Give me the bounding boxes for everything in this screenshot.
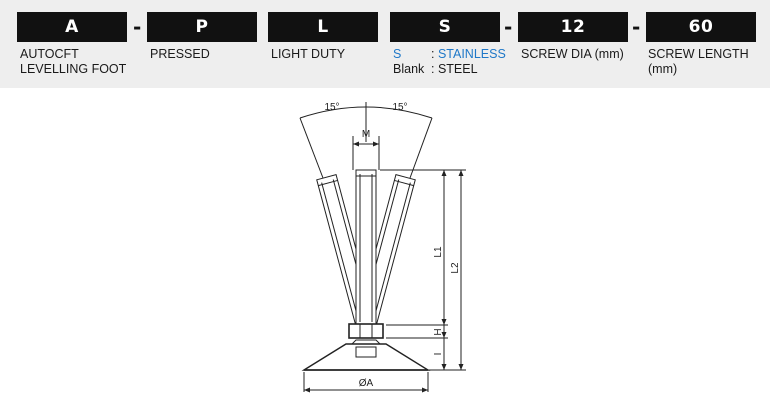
material-option-stainless: S : STAINLESS (393, 47, 506, 62)
desc-line: PRESSED (150, 47, 210, 61)
label-l1: L1 (433, 246, 444, 258)
code-box-duty: L (268, 12, 378, 42)
material-key: Blank (393, 62, 425, 76)
label-i: I (433, 353, 444, 356)
ball-joint (355, 346, 377, 358)
base-dome (351, 339, 381, 345)
desc-line: SCREW DIA (mm) (521, 47, 624, 61)
desc-line: SCREW LENGTH (648, 47, 749, 61)
desc-screw-dia: SCREW DIA (mm) (521, 47, 624, 62)
angle-leader-left (299, 117, 324, 179)
desc-process: PRESSED (150, 47, 210, 62)
code-screw-length-label: 60 (688, 17, 714, 37)
label-h: H (433, 328, 444, 335)
hex-nut (348, 323, 384, 339)
code-duty-label: L (317, 17, 329, 37)
material-sep: : (431, 62, 438, 76)
desc-material: S : STAINLESS Blank : STEEL (393, 47, 506, 77)
desc-line: AUTOCFT (20, 47, 79, 61)
code-material-label: S (438, 17, 452, 37)
label-m: M (362, 129, 370, 140)
material-value: STAINLESS (437, 47, 506, 61)
material-key: S (393, 47, 402, 61)
code-type-label: A (65, 17, 79, 37)
desc-type: AUTOCFT LEVELLING FOOT (20, 47, 126, 77)
separator-dash: - (632, 15, 641, 39)
desc-line: LEVELLING FOOT (20, 62, 127, 76)
angle-leader-right (409, 117, 433, 179)
label-angle-left: 15° (324, 102, 339, 113)
code-box-material-process: P (147, 12, 257, 42)
label-angle-right: 15° (392, 102, 407, 113)
screw-vertical (355, 169, 377, 326)
separator-dash: - (504, 15, 513, 39)
code-box-type: A (17, 12, 127, 42)
code-box-material: S (390, 12, 500, 42)
desc-duty: LIGHT DUTY (271, 47, 345, 62)
material-sep: : (431, 47, 438, 61)
material-value: STEEL (437, 62, 478, 76)
code-process-label: P (195, 17, 209, 37)
code-box-screw-dia: 12 (518, 12, 628, 42)
material-option-steel: Blank : STEEL (393, 62, 506, 77)
code-screw-dia-label: 12 (560, 17, 586, 37)
code-box-screw-length: 60 (646, 12, 756, 42)
label-l2: L2 (450, 262, 461, 274)
desc-line: (mm) (648, 62, 678, 76)
ordering-code-band (0, 0, 770, 88)
label-diameter-a: ØA (359, 378, 374, 389)
separator-dash: - (133, 15, 142, 39)
desc-line: LIGHT DUTY (271, 47, 346, 61)
desc-screw-length: SCREW LENGTH (mm) (648, 47, 749, 77)
